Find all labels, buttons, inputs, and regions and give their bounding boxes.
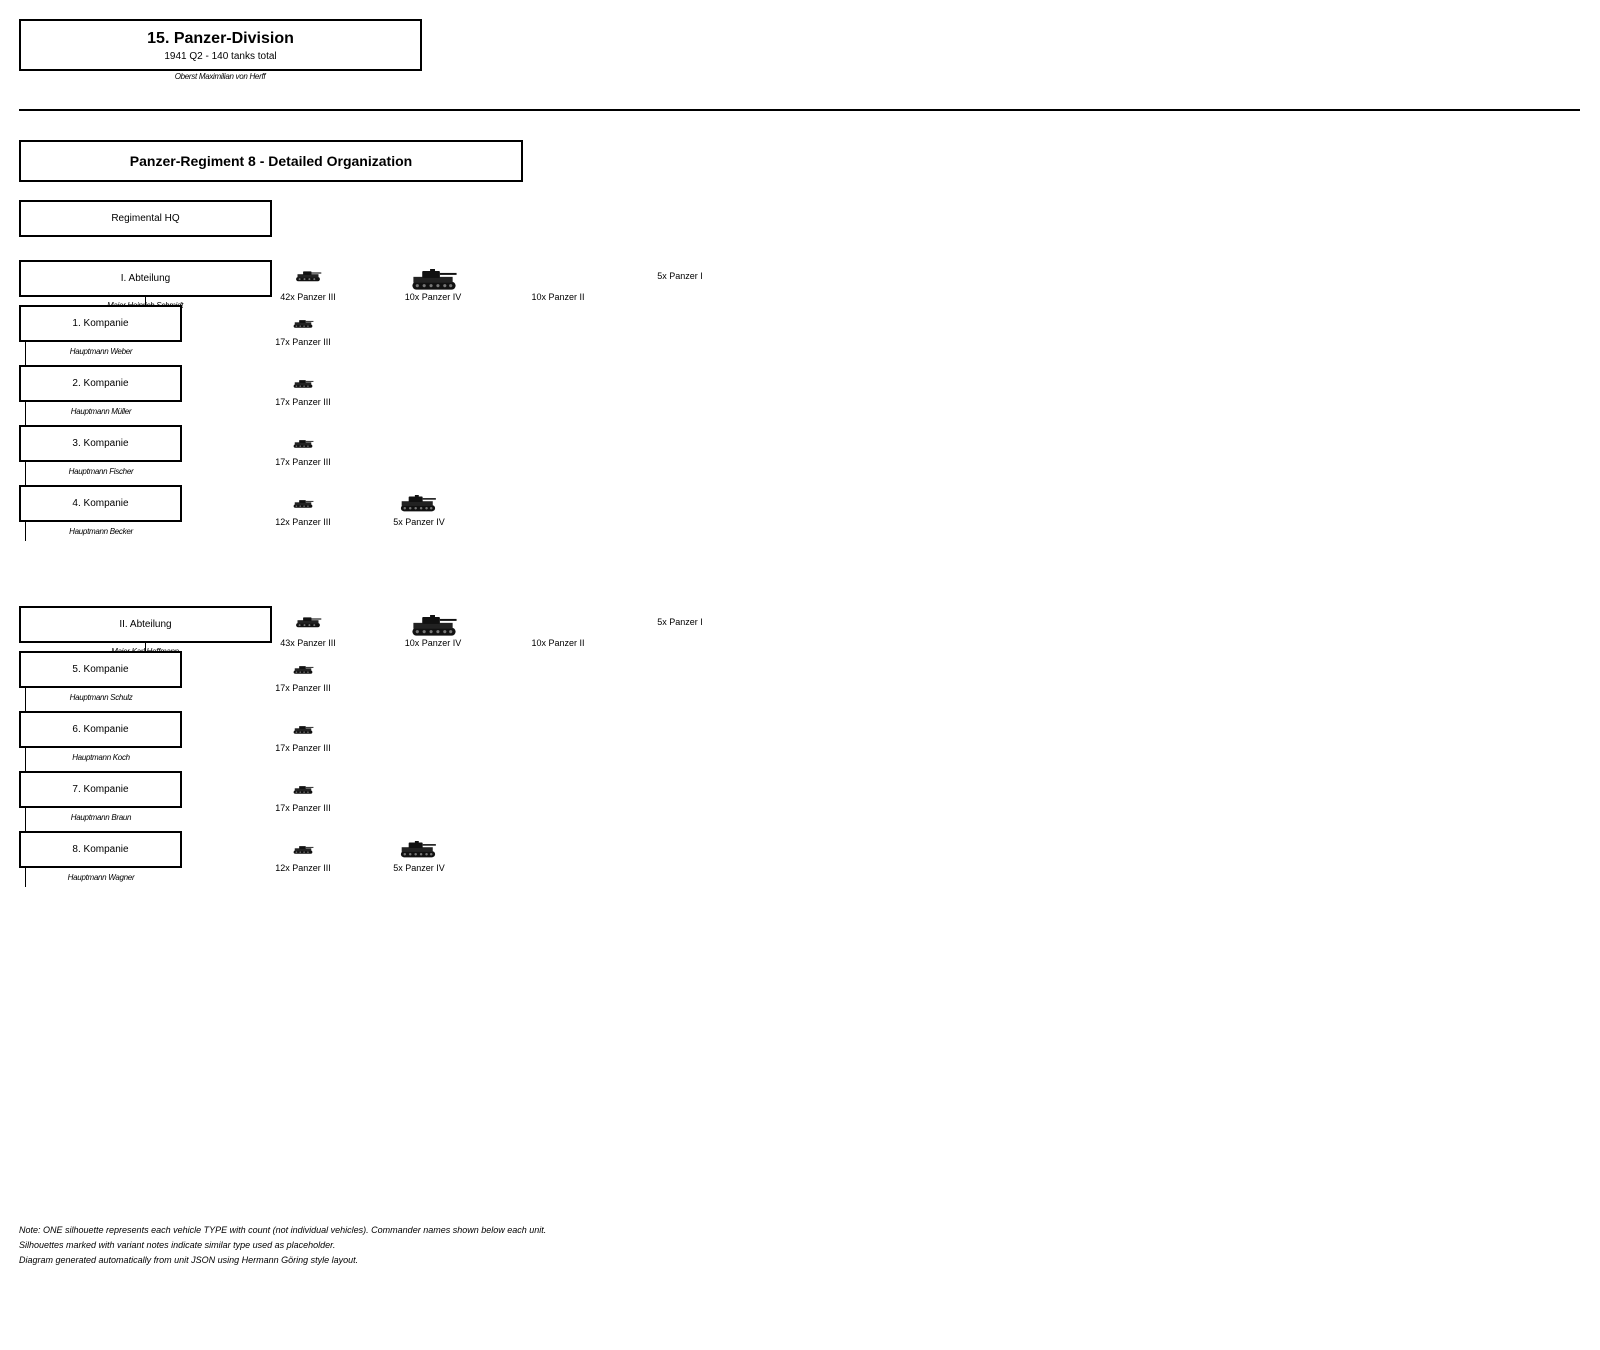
tank-count-label: 5x Panzer IV — [393, 863, 445, 873]
company-commander: Hauptmann Wagner — [67, 873, 135, 882]
regimental-hq-label: Regimental HQ — [111, 213, 180, 224]
tank-count-label: 10x Panzer II — [531, 638, 585, 648]
tank-count-label: 43x Panzer III — [280, 638, 336, 648]
company-label: 7. Kompanie — [72, 784, 129, 795]
tank-count-label: 17x Panzer III — [275, 337, 331, 347]
tank-count-label: 5x Panzer IV — [393, 517, 445, 527]
tank-count-label: 17x Panzer III — [275, 457, 331, 467]
company-box: 5. Kompanie — [19, 651, 182, 688]
panzer-iii-icon — [292, 436, 314, 454]
divider-line — [19, 109, 1580, 111]
company-commander: Hauptmann Fischer — [68, 467, 134, 476]
tank-count-label: 5x Panzer I — [657, 617, 703, 627]
battalion-label: II. Abteilung — [119, 619, 172, 630]
battalion-box: II. Abteilung — [19, 606, 272, 643]
company-commander: Hauptmann Braun — [70, 813, 132, 822]
tank-count-label: 17x Panzer III — [275, 743, 331, 753]
company-box: 7. Kompanie — [19, 771, 182, 808]
panzer-iii-icon — [292, 496, 314, 514]
company-box: 3. Kompanie — [19, 425, 182, 462]
company-label: 2. Kompanie — [72, 378, 129, 389]
note-line: Note: ONE silhouette represents each veh… — [19, 1225, 547, 1235]
division-title-box: 15. Panzer-Division 1941 Q2 - 140 tanks … — [19, 19, 422, 71]
tank-count-label: 5x Panzer I — [657, 271, 703, 281]
company-box: 8. Kompanie — [19, 831, 182, 868]
footer-notes: Note: ONE silhouette represents each veh… — [19, 1223, 546, 1268]
tank-count-label: 12x Panzer III — [275, 863, 331, 873]
company-box: 4. Kompanie — [19, 485, 182, 522]
company-box: 1. Kompanie — [19, 305, 182, 342]
division-subtitle: 1941 Q2 - 140 tanks total — [164, 51, 277, 62]
division-title: 15. Panzer-Division — [147, 30, 294, 47]
tank-count-label: 42x Panzer III — [280, 292, 336, 302]
battalion-label: I. Abteilung — [120, 273, 171, 284]
note-line: Diagram generated automatically from uni… — [19, 1255, 359, 1265]
regiment-title-box: Panzer-Regiment 8 - Detailed Organizatio… — [19, 140, 523, 182]
tank-count-label: 10x Panzer IV — [404, 638, 462, 648]
note-line: Silhouettes marked with variant notes in… — [19, 1240, 336, 1250]
regimental-hq-box: Regimental HQ — [19, 200, 272, 237]
company-box: 6. Kompanie — [19, 711, 182, 748]
panzer-iii-icon — [292, 722, 314, 740]
panzer-iii-icon — [292, 782, 314, 800]
battalion-connector — [145, 643, 146, 654]
tank-count-label: 17x Panzer III — [275, 683, 331, 693]
tank-count-label: 12x Panzer III — [275, 517, 331, 527]
panzer-iii-icon — [292, 662, 314, 680]
tank-count-label: 17x Panzer III — [275, 397, 331, 407]
company-label: 8. Kompanie — [72, 844, 129, 855]
company-commander: Hauptmann Koch — [72, 753, 130, 762]
tank-count-label: 17x Panzer III — [275, 803, 331, 813]
company-label: 1. Kompanie — [72, 318, 129, 329]
panzer-iii-icon — [292, 842, 314, 860]
tank-count-label: 10x Panzer IV — [404, 292, 462, 302]
company-commander: Hauptmann Becker — [69, 527, 133, 536]
panzer-iv-icon — [410, 615, 458, 642]
company-label: 3. Kompanie — [72, 438, 129, 449]
tank-count-label: 10x Panzer II — [531, 292, 585, 302]
battalion-connector — [145, 297, 146, 308]
battalion-box: I. Abteilung — [19, 260, 272, 297]
company-box: 2. Kompanie — [19, 365, 182, 402]
company-commander: Hauptmann Schulz — [69, 693, 133, 702]
company-commander: Hauptmann Müller — [70, 407, 132, 416]
division-commander: Oberst Maximilian von Herff — [174, 72, 266, 81]
company-commander: Hauptmann Weber — [69, 347, 133, 356]
company-label: 4. Kompanie — [72, 498, 129, 509]
panzer-iii-icon — [294, 270, 322, 288]
panzer-iii-icon — [294, 616, 322, 634]
panzer-iii-icon — [292, 316, 314, 334]
panzer-iii-icon — [292, 376, 314, 394]
regiment-title: Panzer-Regiment 8 - Detailed Organizatio… — [129, 153, 413, 169]
panzer-iv-icon — [399, 495, 437, 517]
panzer-iv-icon — [399, 841, 437, 863]
panzer-iv-icon — [410, 269, 458, 296]
company-label: 6. Kompanie — [72, 724, 129, 735]
company-label: 5. Kompanie — [72, 664, 129, 675]
